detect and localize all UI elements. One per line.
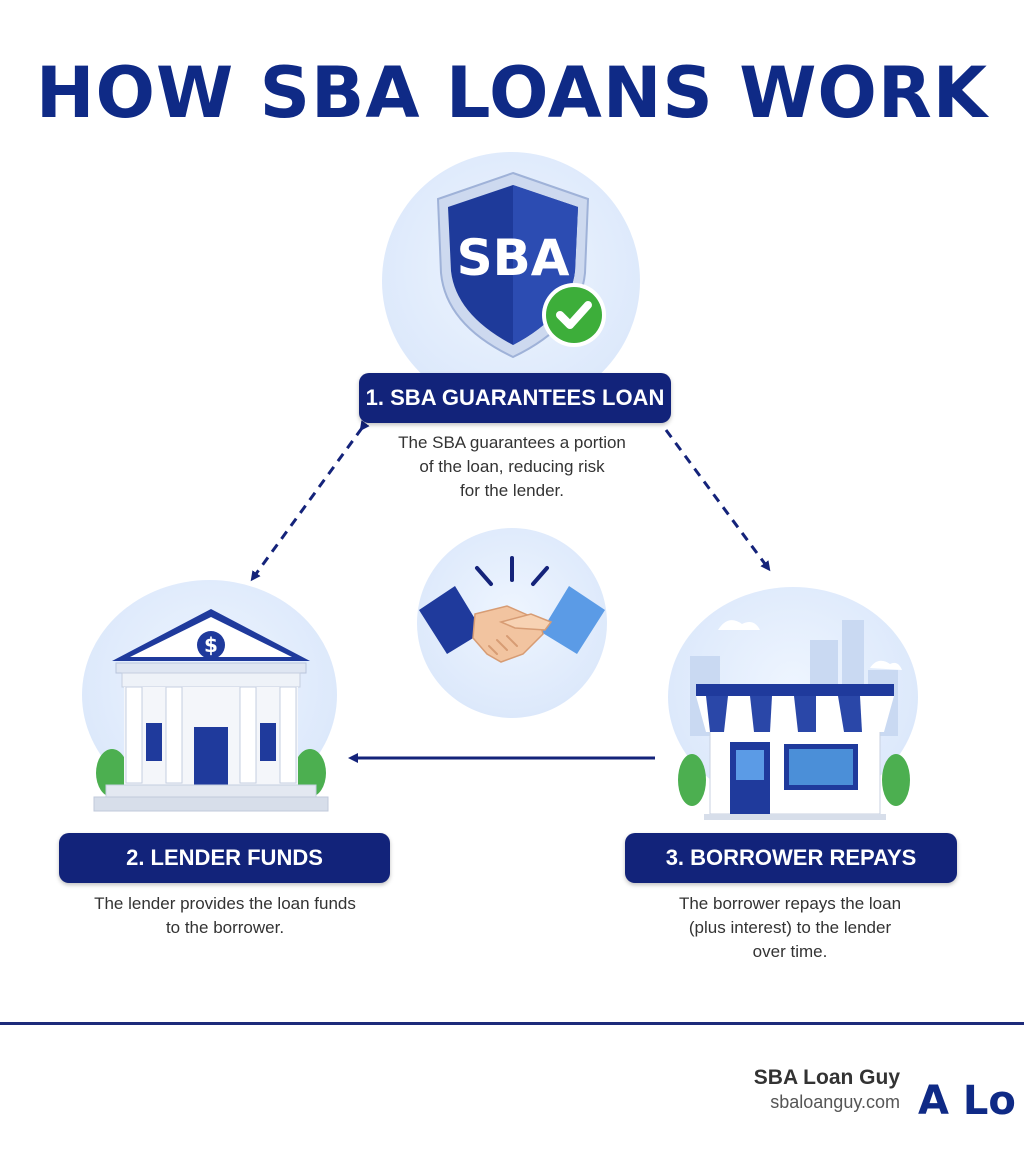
- step-2-label: 2. LENDER FUNDS BORROWER: [59, 833, 390, 920]
- step-3-description: The borrower repays the loan (plus inter…: [678, 894, 902, 961]
- step-1-description: The SBA guarantees a portion of the loan…: [398, 433, 626, 500]
- brand-url: sbaloanguy.com: [770, 1092, 900, 1112]
- brand-name: SBA Loan Guy: [753, 1066, 900, 1089]
- step-1-label: 1. SBA GUARANTEES LOAN: [359, 373, 671, 423]
- arrow-sba-borrower-dashed: [664, 429, 771, 572]
- shield-label: SBA: [457, 229, 570, 287]
- page-title: HOW SBA LOANS WORK: [35, 52, 989, 134]
- handshake-icon: [419, 556, 605, 663]
- bank-dollar-sign: $: [204, 633, 218, 657]
- step-2-description: The lender provides the loan funds to th…: [94, 894, 356, 937]
- shield-check-icon: SBA: [436, 171, 606, 359]
- storefront-icon: [678, 620, 910, 820]
- brand-logo-mark: A Lo: [918, 1078, 1016, 1124]
- footer-divider: [0, 1022, 1024, 1025]
- arrow-sba-lender-dashed: [250, 420, 370, 582]
- bank-building-icon: $: [93, 609, 329, 812]
- step-3-label: 3. BORROWER REPAYS LENDER: [625, 833, 957, 920]
